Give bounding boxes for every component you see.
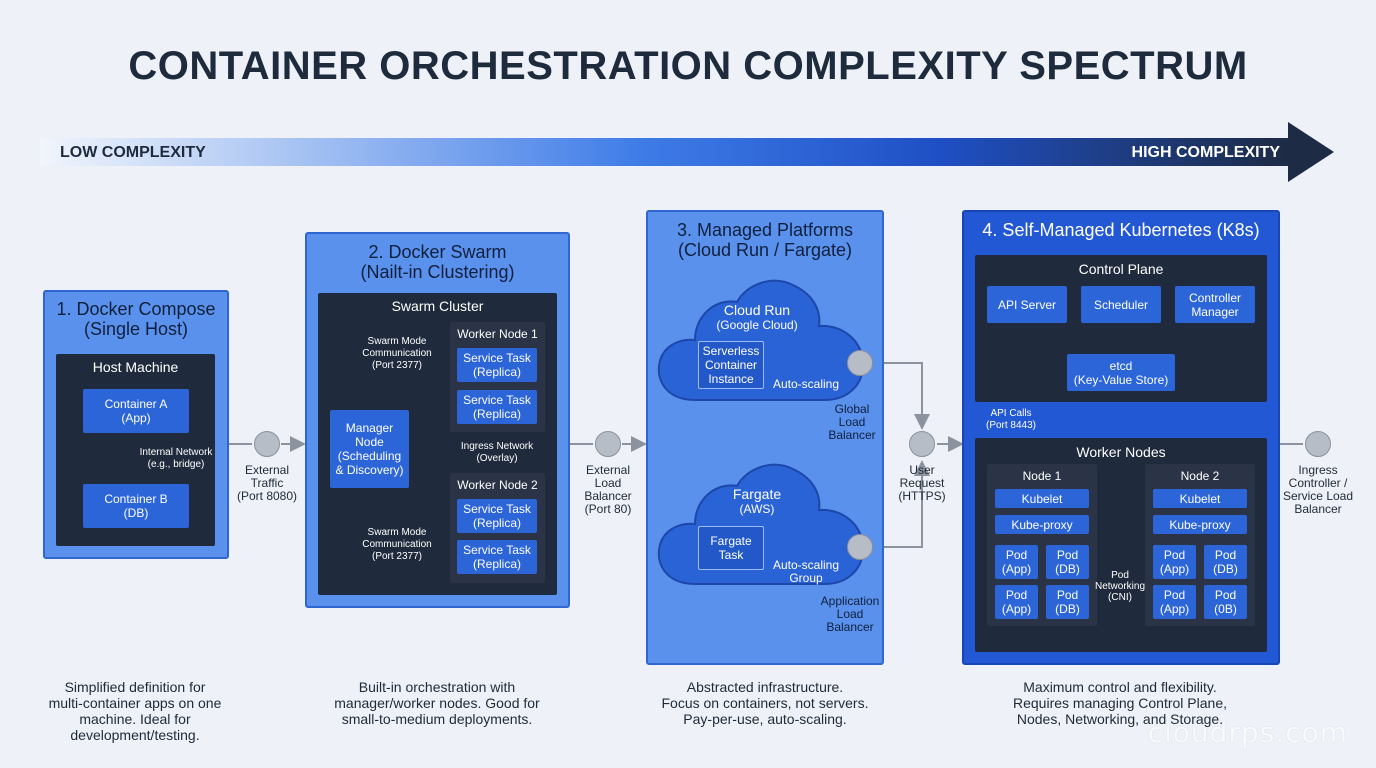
container-a[interactable]: Container A(App): [83, 389, 189, 433]
api-server[interactable]: API Server: [987, 286, 1067, 323]
api-calls-label: API Calls (Port 8443): [985, 408, 1037, 431]
internal-network-label: Internal Network (e.g., bridge): [139, 447, 213, 470]
service-task-w2-1[interactable]: Service Task(Replica): [457, 499, 537, 533]
host-machine-label: Host Machine: [92, 359, 179, 375]
auto-scaling-label-1: Auto-scaling: [772, 377, 840, 391]
manager-node[interactable]: Manager Node (Scheduling & Discovery): [330, 410, 409, 488]
external-lb-node: [595, 431, 621, 457]
node-2-label: Node 2: [1180, 469, 1220, 483]
pod-db-n1-2[interactable]: Pod(DB): [1046, 585, 1089, 619]
global-lb-node: [847, 350, 873, 376]
pod-app-n2-1[interactable]: Pod(App): [1153, 545, 1196, 579]
pod-app-n1-2[interactable]: Pod(App): [995, 585, 1038, 619]
service-task-w2-2[interactable]: Service Task(Replica): [457, 540, 537, 574]
worker-node-2-label: Worker Node 2: [457, 478, 538, 492]
pod-db-n1-1[interactable]: Pod(DB): [1046, 545, 1089, 579]
container-b[interactable]: Container B(DB): [83, 484, 189, 528]
ingress-controller-label: Ingress Controller / Service Load Balanc…: [1282, 463, 1354, 516]
service-task-w1-2[interactable]: Service Task(Replica): [457, 390, 537, 424]
spectrum-arrow-head: [1288, 122, 1334, 182]
description-compose: Simplified definition for multi-containe…: [48, 679, 222, 743]
external-traffic-node: [254, 431, 280, 457]
complexity-spectrum-bar: [40, 138, 1290, 166]
pod-db-n2-2[interactable]: Pod(0B): [1204, 585, 1247, 619]
application-lb-label: Application Load Balancer: [820, 594, 880, 634]
user-request-node: [909, 431, 935, 457]
service-task-w1-1[interactable]: Service Task(Replica): [457, 348, 537, 382]
node-1-label: Node 1: [1022, 469, 1062, 483]
swarm-comm-bottom-label: Swarm Mode Communication (Port 2377): [362, 527, 432, 562]
description-kubernetes: Maximum control and flexibility. Require…: [1012, 679, 1227, 727]
user-request-label: User Request (HTTPS): [898, 463, 946, 503]
description-managed: Abstracted infrastructure. Focus on cont…: [661, 679, 869, 727]
auto-scaling-group-label: Auto-scaling Group: [772, 558, 840, 585]
external-traffic-label: External Traffic (Port 8080): [236, 463, 298, 503]
stage1-title: 1. Docker Compose (Single Host): [56, 299, 216, 339]
worker-nodes-label: Worker Nodes: [1076, 444, 1166, 460]
fargate-label: Fargate (AWS): [732, 486, 782, 517]
stage3-title: 3. Managed Platforms (Cloud Run / Fargat…: [676, 220, 854, 260]
external-lb-label: External Load Balancer (Port 80): [584, 463, 632, 516]
watermark: cloudrps.com: [1147, 716, 1348, 749]
pod-networking-label: Pod Networking (CNI): [1094, 570, 1146, 603]
control-plane-label: Control Plane: [1078, 261, 1164, 277]
application-lb-node: [847, 534, 873, 560]
pod-app-n2-2[interactable]: Pod(App): [1153, 585, 1196, 619]
pod-app-n1-1[interactable]: Pod(App): [995, 545, 1038, 579]
high-complexity-label: HIGH COMPLEXITY: [1131, 144, 1280, 161]
stage2-title: 2. Docker Swarm (Nailt-in Clustering): [360, 242, 515, 282]
cloud-run-label: Cloud Run (Google Cloud): [716, 302, 798, 333]
kube-proxy-node-2[interactable]: Kube-proxy: [1153, 515, 1247, 534]
etcd-store[interactable]: etcd(Key-Value Store): [1067, 354, 1175, 391]
ingress-controller-node: [1305, 431, 1331, 457]
serverless-container-instance[interactable]: Serverless Container Instance: [698, 341, 764, 389]
ingress-network-label: Ingress Network (Overlay): [460, 441, 534, 464]
swarm-cluster-label: Swarm Cluster: [391, 298, 484, 314]
description-swarm: Built-in orchestration with manager/work…: [334, 679, 540, 727]
swarm-comm-top-label: Swarm Mode Communication (Port 2377): [362, 336, 432, 371]
kube-proxy-node-1[interactable]: Kube-proxy: [995, 515, 1089, 534]
worker-node-1-label: Worker Node 1: [457, 327, 538, 341]
global-lb-label: Global Load Balancer: [828, 402, 876, 442]
pod-db-n2-1[interactable]: Pod(DB): [1204, 545, 1247, 579]
kubelet-node-2[interactable]: Kubelet: [1153, 489, 1247, 508]
kubelet-node-1[interactable]: Kubelet: [995, 489, 1089, 508]
stage4-title: 4. Self-Managed Kubernetes (K8s): [982, 220, 1260, 240]
low-complexity-label: LOW COMPLEXITY: [60, 144, 206, 161]
scheduler[interactable]: Scheduler: [1081, 286, 1161, 323]
page-title: CONTAINER ORCHESTRATION COMPLEXITY SPECT…: [128, 44, 1248, 88]
